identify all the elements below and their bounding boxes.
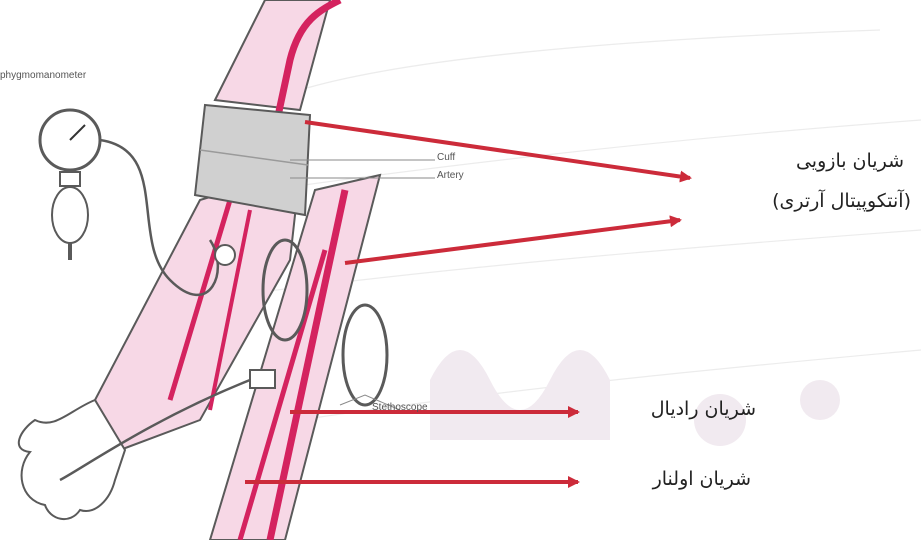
watermark-large-glyphs bbox=[430, 350, 840, 446]
artery-label: Artery bbox=[437, 170, 464, 181]
radial-artery-label: شریان رادیال bbox=[651, 398, 756, 420]
arrow-antecubital bbox=[345, 220, 680, 263]
stethoscope-label: Stethoscope bbox=[372, 402, 428, 413]
brachial-artery-label: شریان بازویی bbox=[796, 150, 904, 172]
antecubital-artery-label: (آنتکوپیتال آرتری) bbox=[772, 190, 911, 212]
stethoscope-loop-right bbox=[343, 305, 387, 405]
ulnar-artery-label: شریان اولنار bbox=[653, 468, 751, 490]
cuff-label: Cuff bbox=[437, 152, 455, 163]
sphygmomanometer-label: phygmomanometer bbox=[0, 70, 86, 81]
arrow-brachial bbox=[305, 122, 690, 178]
gauge-icon bbox=[40, 110, 100, 260]
